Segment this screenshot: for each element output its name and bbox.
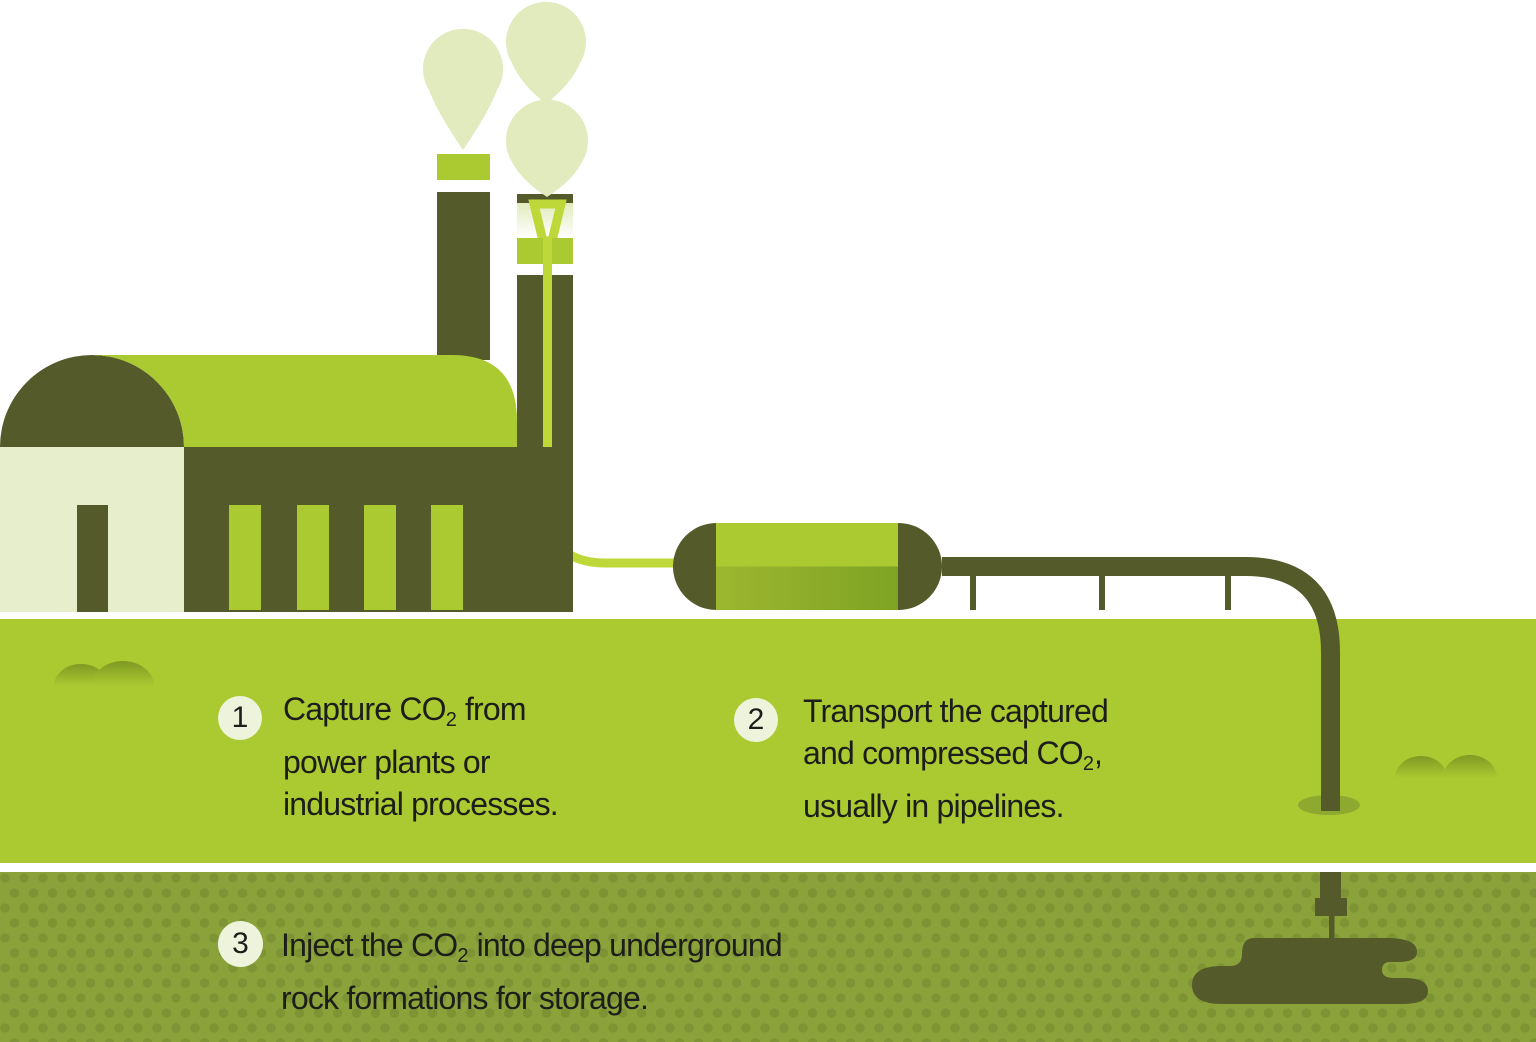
step-3-number: 3: [232, 927, 249, 960]
smokestack-left-cap: [437, 154, 490, 180]
caption-line: and compressed CO2,: [803, 735, 1103, 775]
smoke-puff-mid: [506, 99, 588, 197]
caption-line: industrial processes.: [283, 786, 559, 822]
caption-line: Inject the CO2 into deep underground: [281, 927, 783, 967]
factory: [0, 1, 588, 612]
caption-line: Transport the captured: [803, 693, 1109, 729]
pipeline-leg-3: [1225, 576, 1231, 610]
pipeline: [942, 557, 1340, 811]
capture-tube-mid: [543, 275, 552, 450]
co2-subscript: 2: [445, 709, 457, 731]
smokestack-right-cap: [517, 194, 573, 203]
pipeline-pipe: [942, 557, 1340, 811]
factory-door: [77, 505, 108, 612]
injection-well: [1192, 872, 1428, 1004]
smoke-puff-left: [423, 28, 503, 151]
smokestack-left: [437, 192, 490, 360]
window-stripe-1: [229, 505, 261, 610]
bush-right: [1395, 755, 1497, 778]
step-2-caption: Transport the captured and compressed CO…: [803, 690, 1109, 827]
step-1-caption: Capture CO2 from power plants or industr…: [283, 688, 559, 825]
step-1-number: 1: [231, 701, 249, 734]
window-stripe-3: [364, 505, 396, 610]
capture-tube-upper: [543, 238, 552, 264]
step-3-badge: 3: [218, 921, 263, 967]
step-1-badge: 1: [218, 696, 262, 740]
smoke-puff-top: [505, 1, 586, 105]
step-2-number: 2: [747, 703, 765, 736]
co2-plume: [1192, 938, 1428, 1004]
co2-subscript: 2: [1082, 753, 1094, 775]
pipeline-leg-2: [1099, 576, 1105, 610]
wellhead: [1315, 898, 1347, 916]
factory-dome: [0, 355, 184, 447]
caption-line: Capture CO2 from: [283, 691, 527, 731]
injection-pipe-underground: [1320, 872, 1341, 902]
co2-subscript: 2: [457, 945, 469, 967]
storage-tank: [673, 523, 942, 610]
step-3-caption: Inject the CO2 into deep underground roc…: [281, 924, 783, 1019]
ground-surface-band: [0, 619, 1536, 863]
caption-line: rock formations for storage.: [281, 980, 649, 1016]
window-stripe-4: [431, 505, 463, 610]
caption-line: power plants or: [283, 744, 491, 780]
pipeline-leg-1: [970, 576, 976, 610]
window-stripe-2: [297, 505, 329, 610]
bush-left: [54, 661, 154, 686]
smokestack-right: [517, 194, 573, 450]
caption-line: usually in pipelines.: [803, 788, 1065, 824]
step-2-badge: 2: [734, 698, 778, 742]
injection-rod: [1329, 916, 1335, 944]
factory-roof: [92, 355, 517, 447]
tank-lower-shade: [716, 566, 898, 610]
